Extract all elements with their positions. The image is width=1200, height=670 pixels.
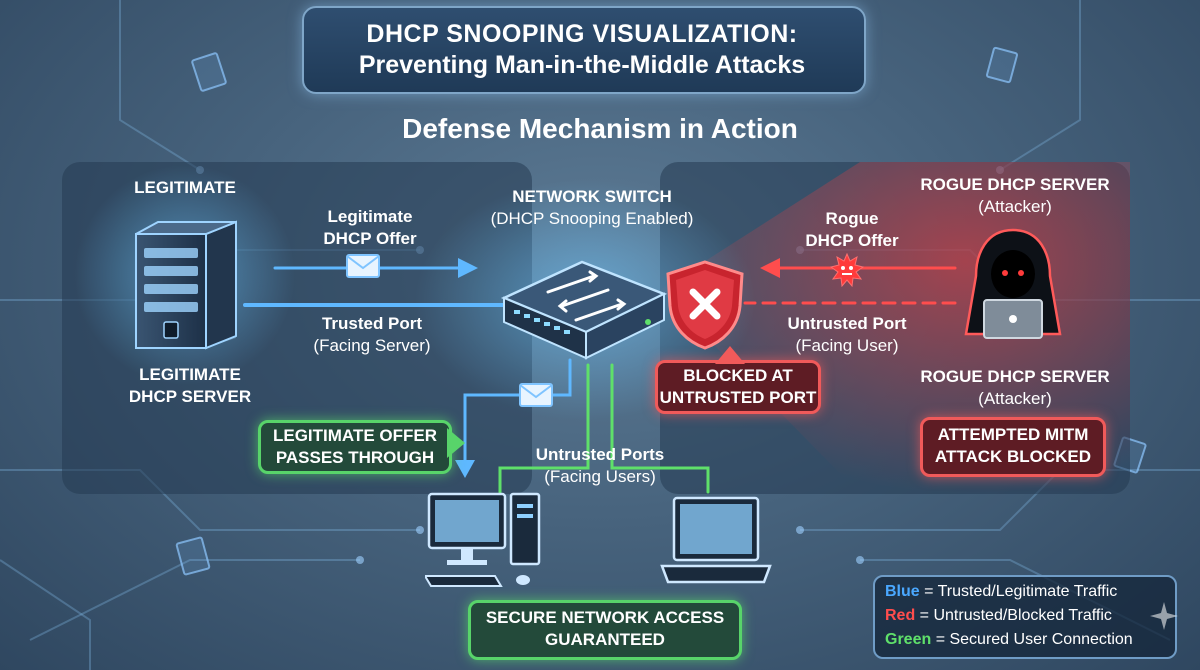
title-banner [302,6,866,94]
legend-text-blue: = Trusted/Legitimate Traffic [919,583,1118,600]
trusted-arrow-head [458,258,478,278]
untrusted-port-label: Untrusted Port(Facing User) [787,314,907,355]
legend-key-blue: Blue [885,583,920,600]
malicious-packet-icon [830,253,864,287]
title-line-2: Preventing Man-in-the-Middle Attacks [358,51,806,79]
color-legend: Blue = Trusted/Legitimate Traffic Red = … [873,575,1177,659]
sparkle-icon [1150,602,1178,630]
rogue-server-bottom-label: ROGUE DHCP SERVER(Attacker) [920,367,1110,408]
title-line-1: DHCP SNOOPING VISUALIZATION: [366,20,798,48]
hooded-attacker-icon [964,228,1062,339]
desktop-computer-icon [425,492,541,587]
trusted-port-label: Trusted Port(Facing Server) [313,314,431,355]
envelope-down-icon [519,383,553,407]
legitimate-top-label: LEGITIMATE [134,178,236,197]
subtitle: Defense Mechanism in Action [402,113,798,144]
legend-row-blue: Blue = Trusted/Legitimate Traffic [885,583,1117,601]
legend-text-red: = Untrusted/Blocked Traffic [915,607,1112,624]
legend-row-red: Red = Untrusted/Blocked Traffic [885,607,1112,625]
server-icon [135,220,237,350]
network-switch-icon [500,260,668,360]
legend-text-green: = Secured User Connection [931,631,1133,648]
legend-key-red: Red [885,607,916,624]
rogue-server-top-label: ROGUE DHCP SERVER(Attacker) [920,175,1110,216]
down-arrow-head [455,460,475,478]
laptop-computer-icon [660,496,772,584]
envelope-icon [346,254,380,278]
passes-callout-pointer [447,428,465,458]
blocked-callout-pointer [715,346,745,364]
shield-blocked-icon [666,260,744,350]
legend-row-green: Green = Secured User Connection [885,631,1133,649]
untrusted-user-ports-label: Untrusted Ports(Facing Users) [535,445,665,486]
switch-label: NETWORK SWITCH(DHCP Snooping Enabled) [490,187,694,228]
rogue-arrow-head [760,258,780,278]
legend-key-green: Green [885,631,932,648]
